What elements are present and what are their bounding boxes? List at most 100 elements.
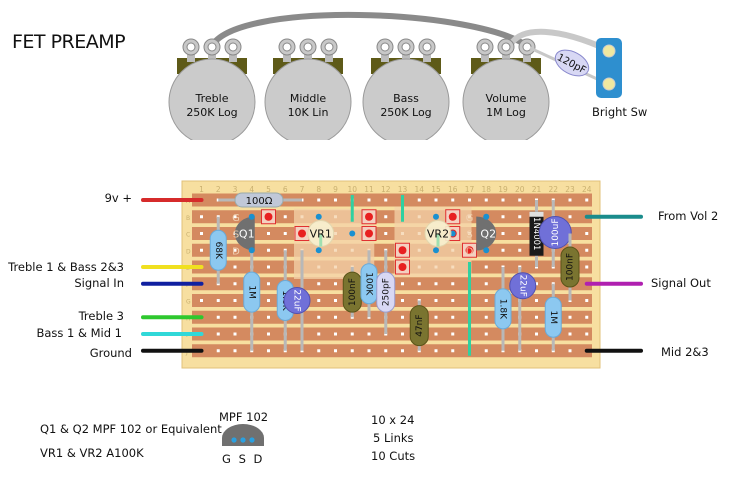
wire-label-ground: Ground	[89, 346, 132, 360]
hole	[317, 332, 321, 336]
hole	[267, 299, 270, 302]
pin-dot	[483, 247, 490, 254]
q2-pin-label: D	[466, 246, 474, 257]
capacitor-47nf: 47nF	[409, 300, 429, 351]
wire-label-treble1-bass23: Treble 1 & Bass 2&3	[8, 260, 124, 274]
hole	[535, 282, 538, 286]
hole	[401, 282, 404, 286]
note-board-size: 10 x 24	[371, 413, 415, 427]
svg-text:Q2: Q2	[480, 228, 496, 241]
pot-name: Volume	[486, 92, 527, 105]
pot-name: Middle	[290, 92, 327, 105]
column-number: 1	[199, 185, 204, 194]
hole	[568, 215, 572, 219]
resistor-68k: 68K	[209, 216, 227, 284]
wire-label-signal-out: Signal Out	[651, 276, 711, 290]
column-number: 3	[233, 185, 238, 194]
pin-dot	[248, 213, 255, 220]
pin-dot	[248, 247, 255, 254]
row-letter: C	[186, 232, 190, 239]
hole	[434, 315, 438, 319]
column-number: 5	[266, 185, 271, 194]
hole	[267, 248, 270, 252]
capacitor-100nf-b: 100nF	[560, 233, 580, 301]
hole	[317, 282, 321, 286]
hole	[367, 349, 371, 353]
hole	[350, 349, 354, 353]
svg-text:1M: 1M	[246, 285, 256, 299]
hole	[568, 332, 572, 336]
hole	[267, 282, 270, 286]
column-number: 18	[481, 185, 491, 194]
column-number: 16	[448, 185, 458, 194]
copper-strip	[192, 243, 592, 257]
svg-text:100K: 100K	[364, 272, 374, 296]
column-number: 20	[515, 185, 525, 194]
column-number: 13	[398, 185, 408, 194]
hole	[484, 282, 488, 286]
column-number: 6	[283, 185, 288, 194]
pin-dot	[315, 213, 322, 220]
hole	[451, 282, 455, 286]
hole	[451, 315, 455, 319]
hole	[585, 232, 589, 235]
pot-value: 250K Log	[186, 106, 237, 119]
note-trimmers: VR1 & VR2 A100K	[40, 446, 144, 460]
svg-text:250pF: 250pF	[381, 278, 391, 306]
column-number: 15	[431, 185, 441, 194]
pot-name: Bass	[393, 92, 419, 105]
track-cut	[445, 209, 461, 225]
copper-strip	[192, 327, 592, 341]
hole	[434, 198, 438, 202]
wire-label-from-vol2: From Vol 2	[658, 209, 719, 223]
hole	[267, 349, 270, 353]
track-cut	[395, 259, 410, 275]
hole	[585, 198, 589, 202]
hole	[484, 265, 488, 269]
pin-dot	[315, 247, 322, 254]
hole	[200, 215, 203, 219]
trimmer-vr2: VR2	[424, 220, 452, 247]
copper-strip	[192, 260, 592, 274]
column-number: 11	[364, 185, 374, 194]
capacitor-100nf-a: 100nF	[342, 267, 362, 318]
column-number: 23	[565, 185, 575, 194]
column-number: 7	[300, 185, 305, 194]
svg-text:Q1: Q1	[239, 228, 255, 241]
copper-strip	[192, 210, 592, 224]
column-number: 22	[548, 185, 558, 194]
capacitor-22uf-q2: 22uF	[509, 267, 537, 351]
row-letter: G	[186, 299, 191, 306]
volume-to-switch-wire	[507, 28, 610, 53]
hole	[451, 299, 455, 302]
transistor-q2: Q2	[476, 216, 497, 251]
hole	[568, 198, 572, 202]
hole	[417, 282, 421, 286]
stripboard: 123456789101112131415161718192021222324A…	[141, 180, 643, 369]
svg-text:100nF: 100nF	[348, 278, 358, 306]
pinout-pins: G S D	[222, 452, 265, 466]
column-number: 4	[249, 185, 254, 194]
hole	[484, 299, 488, 302]
hole	[518, 198, 522, 202]
hole	[334, 299, 337, 302]
hole	[334, 198, 337, 202]
hole	[283, 232, 287, 235]
pot-name: Treble	[195, 92, 229, 105]
hole	[401, 299, 404, 302]
pinout-title: MPF 102	[219, 410, 269, 424]
q2-pin-label: S	[466, 230, 472, 241]
bright-switch	[596, 38, 622, 98]
svg-text:100Ω: 100Ω	[246, 196, 273, 207]
hole	[451, 332, 455, 336]
hole	[317, 198, 321, 202]
svg-text:1M: 1M	[548, 311, 558, 325]
q2-pin-label: G	[466, 213, 474, 224]
pin-dot	[349, 230, 356, 237]
resistor-1k8-q2: 1.8K	[494, 267, 512, 351]
hole	[200, 248, 203, 252]
copper-strip	[192, 344, 592, 358]
track-cut	[361, 209, 377, 225]
